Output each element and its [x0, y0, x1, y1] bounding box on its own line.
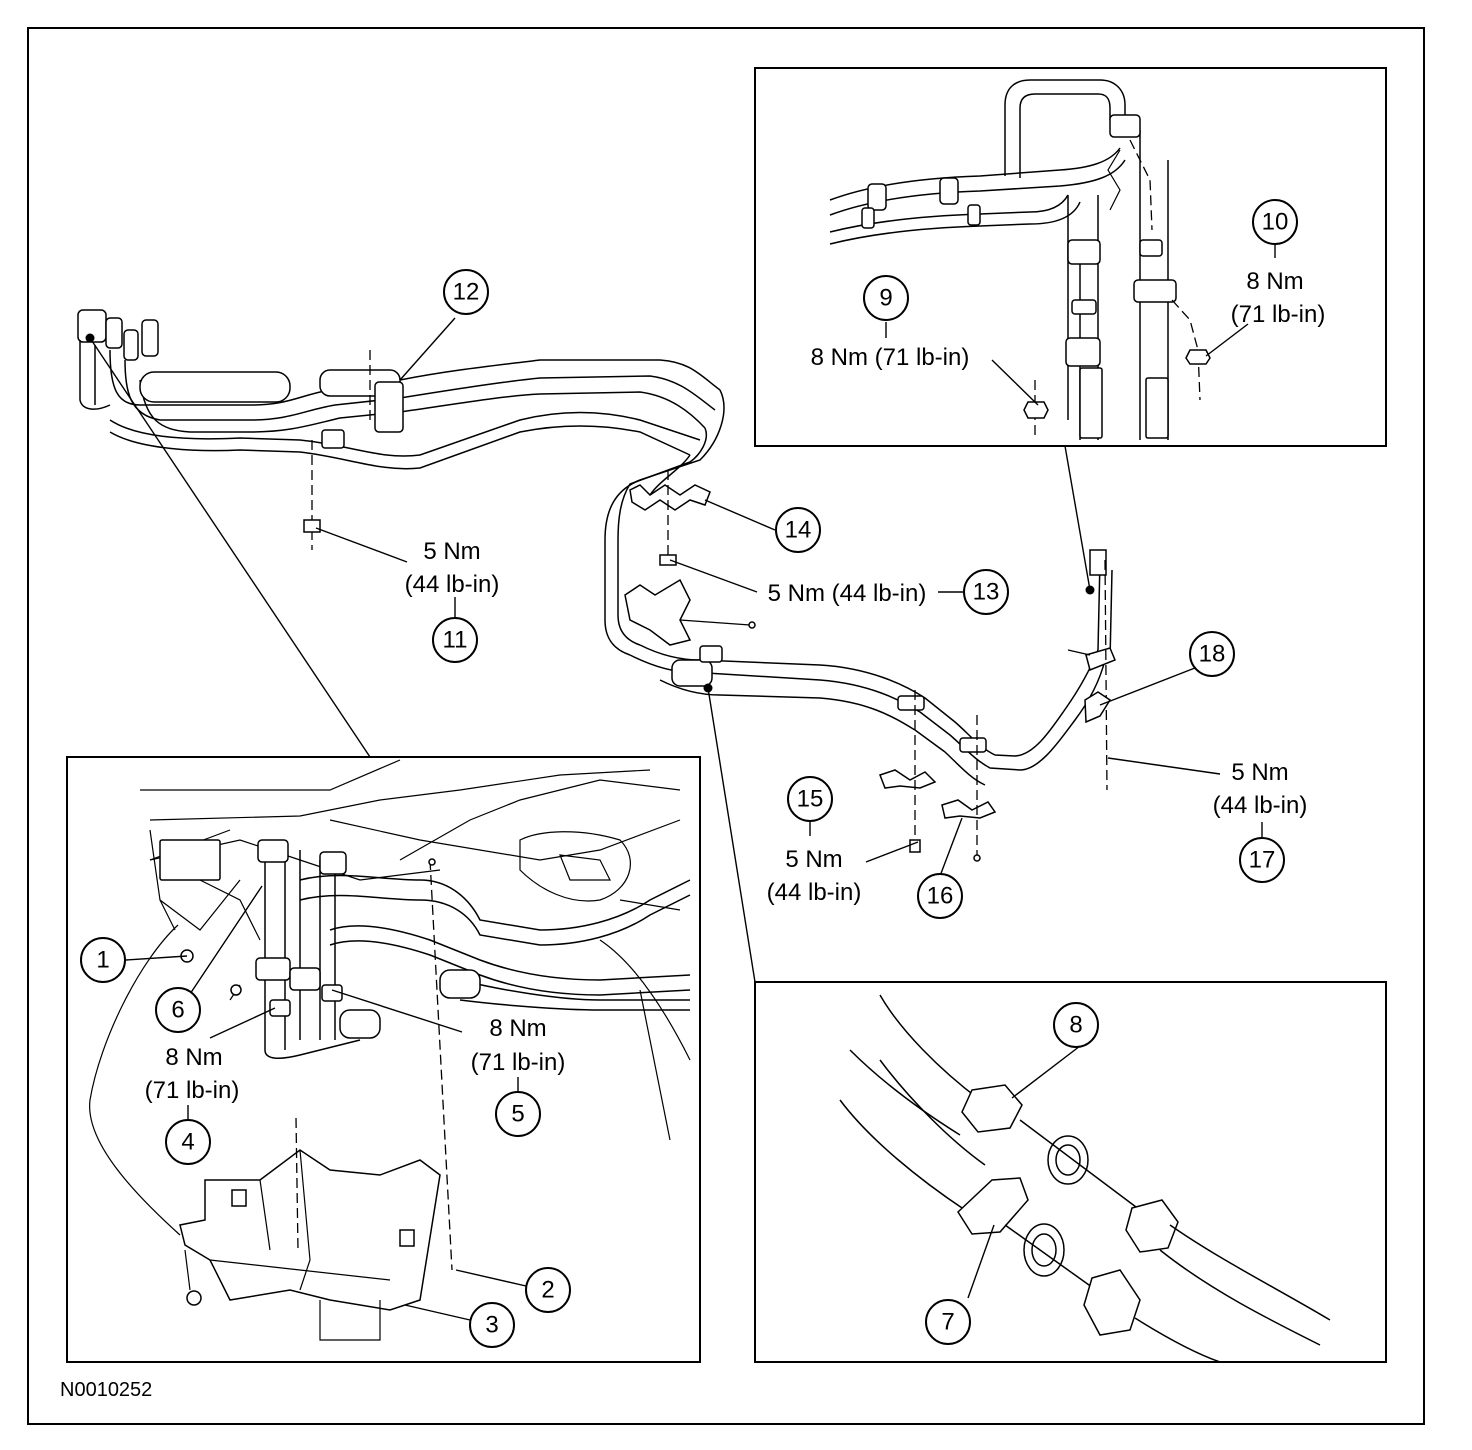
svg-text:18: 18	[1199, 641, 1226, 668]
svg-text:9: 9	[879, 285, 892, 312]
main-tube-assembly	[77, 309, 1116, 862]
svg-text:8: 8	[1069, 1012, 1082, 1039]
svg-text:5 Nm (44 lb-in): 5 Nm (44 lb-in)	[768, 580, 927, 607]
svg-text:5 Nm: 5 Nm	[423, 538, 480, 565]
svg-text:(44 lb-in): (44 lb-in)	[1213, 792, 1308, 819]
svg-text:(71 lb-in): (71 lb-in)	[145, 1077, 240, 1104]
callout-5: 5 8 Nm (71 lb-in)	[471, 1015, 566, 1137]
callout-12: 12	[443, 269, 489, 315]
svg-text:16: 16	[927, 883, 954, 910]
callout-3: 3	[469, 1302, 515, 1348]
svg-text:13: 13	[973, 579, 1000, 606]
detail-bottom-right-artwork	[839, 994, 1331, 1363]
svg-text:17: 17	[1249, 847, 1276, 874]
svg-text:4: 4	[181, 1129, 194, 1156]
svg-text:7: 7	[941, 1309, 954, 1336]
svg-text:(44 lb-in): (44 lb-in)	[767, 879, 862, 906]
detail-box-bottom-left	[66, 756, 701, 1363]
callout-11: 11 5 Nm (44 lb-in)	[405, 538, 500, 663]
detail-connector-lines	[89, 337, 1091, 983]
svg-text:5: 5	[511, 1101, 524, 1128]
detail-box-bottom-right	[754, 981, 1387, 1363]
callout-14: 14	[775, 507, 821, 553]
svg-text:8 Nm: 8 Nm	[489, 1015, 546, 1042]
svg-text:1: 1	[96, 947, 109, 974]
svg-text:10: 10	[1262, 209, 1289, 236]
callout-18: 18	[1189, 631, 1235, 677]
svg-text:2: 2	[541, 1277, 554, 1304]
svg-text:5 Nm: 5 Nm	[1231, 759, 1288, 786]
svg-text:8 Nm: 8 Nm	[165, 1044, 222, 1071]
detail-bottom-left-artwork	[89, 759, 691, 1341]
svg-text:11: 11	[443, 627, 468, 654]
callout-4: 4 8 Nm (71 lb-in)	[145, 1044, 240, 1165]
svg-text:(71 lb-in): (71 lb-in)	[1231, 301, 1326, 328]
callout-2: 2	[525, 1267, 571, 1313]
callout-16: 16	[917, 873, 963, 919]
detail-box-top-right	[754, 67, 1387, 447]
outer-frame	[27, 27, 1425, 1425]
callout-10: 10 8 Nm (71 lb-in)	[1231, 199, 1326, 328]
figure-code: N0010252	[60, 1379, 152, 1401]
callout-17: 17 5 Nm (44 lb-in)	[1213, 759, 1308, 883]
callout-7: 7	[925, 1299, 971, 1345]
callout-9: 9 8 Nm (71 lb-in)	[811, 275, 970, 371]
svg-text:8 Nm (71 lb-in): 8 Nm (71 lb-in)	[811, 344, 970, 371]
callout-15: 15 5 Nm (44 lb-in)	[767, 776, 862, 906]
svg-text:6: 6	[171, 997, 184, 1024]
callout-13: 13 5 Nm (44 lb-in)	[768, 569, 1009, 615]
svg-text:3: 3	[485, 1312, 498, 1339]
svg-text:12: 12	[453, 279, 480, 306]
svg-text:5 Nm: 5 Nm	[785, 846, 842, 873]
callout-1: 1	[80, 937, 126, 983]
svg-text:(44 lb-in): (44 lb-in)	[405, 571, 500, 598]
detail-top-right-artwork	[829, 79, 1211, 440]
svg-text:14: 14	[785, 517, 812, 544]
svg-text:8 Nm: 8 Nm	[1246, 268, 1303, 295]
svg-text:15: 15	[797, 786, 824, 813]
svg-text:(71 lb-in): (71 lb-in)	[471, 1049, 566, 1076]
callout-leaders	[125, 244, 1276, 1321]
callout-6: 6	[155, 987, 201, 1033]
callout-8: 8	[1053, 1002, 1099, 1048]
